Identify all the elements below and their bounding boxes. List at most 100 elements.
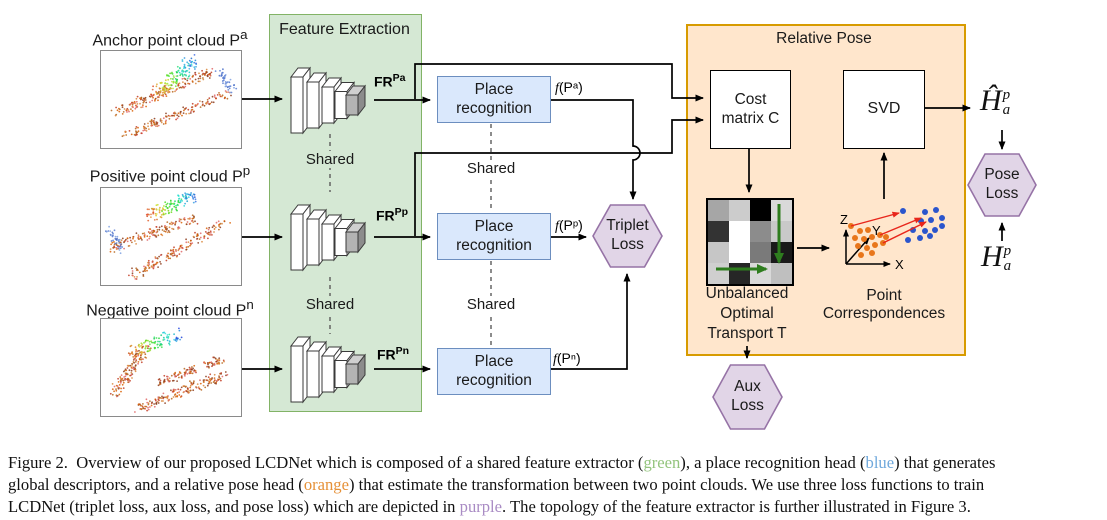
lidar-point (169, 199, 172, 202)
lidar-point (160, 400, 163, 402)
lidar-point (178, 329, 181, 332)
lidar-point (141, 106, 144, 108)
lidar-point (144, 96, 147, 99)
lidar-point (117, 377, 119, 380)
lidar-point (167, 336, 170, 338)
lidar-point (154, 256, 157, 258)
lidar-point (113, 385, 116, 388)
fr-anchor-label: FRPa (374, 72, 406, 90)
lidar-point (209, 230, 212, 233)
lidar-point (179, 338, 181, 341)
lidar-point (185, 107, 187, 109)
extractor-slab (290, 345, 304, 403)
lidar-point (145, 127, 148, 130)
lidar-point (163, 331, 165, 334)
lidar-point (147, 231, 150, 233)
lidar-point (134, 346, 137, 349)
lidar-point (213, 377, 216, 379)
lidar-point (206, 71, 208, 74)
positive-label-text: Positive point cloud P (89, 168, 243, 186)
lidar-point (179, 111, 182, 114)
target-point (900, 208, 906, 214)
fr3-base: FR (377, 346, 396, 363)
lidar-point (213, 94, 216, 97)
lidar-point (199, 106, 202, 108)
lidar-point (155, 213, 158, 215)
lidar-point (129, 364, 132, 367)
lidar-point (187, 196, 190, 199)
lidar-point (145, 267, 147, 270)
lidar-point (173, 254, 176, 257)
corr-x-label: X (895, 257, 904, 272)
lidar-point (137, 234, 140, 236)
lidar-point (214, 226, 217, 229)
lidar-point (112, 234, 114, 237)
extractor-slab (306, 81, 320, 129)
lidar-point (189, 242, 192, 245)
lidar-point (210, 361, 213, 364)
lidar-point (181, 114, 183, 117)
source-point (857, 228, 863, 234)
lidar-point (127, 379, 129, 382)
lidar-point (205, 101, 208, 104)
lidar-point (230, 94, 232, 97)
pose-hexagon-shape (967, 153, 1037, 217)
lidar-point (153, 405, 156, 408)
lidar-point (112, 239, 114, 242)
fpa-rest: (Pᵃ) (558, 79, 583, 95)
lidar-point (155, 337, 158, 339)
lidar-point (162, 117, 165, 120)
lidar-point (190, 63, 193, 66)
lidar-point (218, 359, 221, 361)
lidar-point (216, 362, 218, 365)
lidar-point (185, 74, 187, 77)
lidar-point (162, 208, 164, 210)
lidar-point (121, 106, 124, 109)
lidar-point (123, 247, 125, 250)
lidar-point (151, 99, 154, 102)
lidar-point (131, 110, 134, 112)
caption-colorword-blue: blue (865, 453, 895, 472)
lidar-point (203, 104, 206, 107)
lidar-point (169, 380, 171, 382)
lidar-point (177, 201, 180, 203)
lidar-point (134, 411, 136, 413)
lidar-point (193, 54, 196, 56)
lidar-point (157, 266, 159, 268)
lidar-point (167, 88, 170, 90)
lidar-point (157, 99, 159, 102)
lidar-point (163, 378, 166, 381)
lidar-point (189, 372, 192, 375)
lidar-point (206, 384, 209, 387)
lidar-point (213, 96, 216, 98)
lidar-point (128, 364, 130, 367)
pose-line2: Loss (985, 185, 1019, 202)
lidar-point (174, 375, 176, 378)
lidar-point (201, 69, 203, 72)
lidar-point (124, 375, 127, 378)
lidar-point (157, 402, 160, 404)
caption-text: ), a place recognition head ( (680, 453, 866, 472)
lidar-point (168, 226, 171, 229)
lidar-point (132, 236, 134, 238)
lidar-point (147, 261, 149, 264)
lidar-point (207, 228, 210, 231)
lidar-point (220, 379, 222, 382)
lidar-point (187, 217, 190, 220)
lidar-point (168, 117, 171, 120)
lidar-point (181, 73, 184, 76)
lidar-point (165, 95, 168, 97)
lidar-point (140, 408, 143, 411)
lidar-point (170, 211, 173, 214)
lidar-point (134, 364, 137, 367)
fpp-f: f (555, 219, 559, 234)
matrix-cell (729, 221, 750, 242)
lidar-point (119, 247, 122, 250)
lidar-point (175, 206, 177, 209)
lidar-point (205, 68, 208, 71)
fpn-f: f (553, 352, 557, 367)
lidar-point (158, 399, 160, 402)
lidar-point (192, 201, 195, 204)
lidar-point (206, 75, 209, 78)
lidar-point (193, 215, 195, 218)
